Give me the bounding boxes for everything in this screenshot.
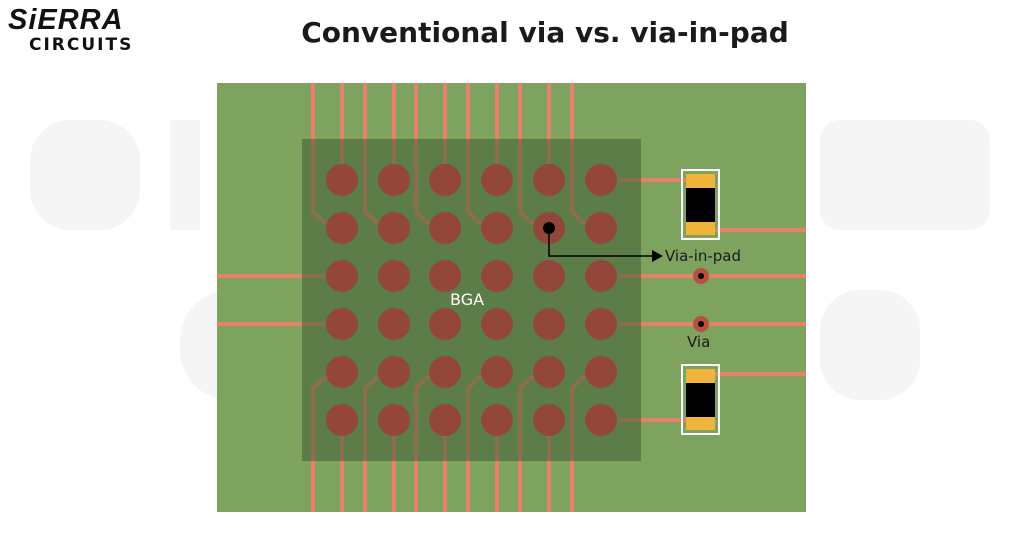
- bga-pad: [429, 212, 461, 244]
- via-in-pad-arrow: [548, 228, 652, 257]
- bga-pad: [481, 404, 513, 436]
- bga-pad: [326, 308, 358, 340]
- bga-pad: [326, 404, 358, 436]
- bga-pad: [585, 212, 617, 244]
- bga-pad: [326, 164, 358, 196]
- bga-pad: [481, 212, 513, 244]
- bga-pad: [378, 308, 410, 340]
- bga-pad: [585, 356, 617, 388]
- diagram-title: Conventional via vs. via-in-pad: [301, 16, 789, 49]
- via-1: [693, 268, 709, 284]
- bga-pad: [378, 404, 410, 436]
- bga-pad: [585, 308, 617, 340]
- bga-pad: [585, 260, 617, 292]
- bga-pad: [326, 356, 358, 388]
- via-in-pad-label: Via-in-pad: [665, 247, 741, 265]
- sierra-circuits-logo: SiERRA CIRCUITS: [8, 6, 133, 54]
- bga-pads: [326, 164, 617, 436]
- bga-pad: [481, 356, 513, 388]
- bga-pad: [378, 260, 410, 292]
- bga-pad: [481, 164, 513, 196]
- smd-component-top: [681, 169, 720, 240]
- bga-pad: [481, 308, 513, 340]
- logo-line1: SiERRA: [8, 4, 124, 36]
- bga-pad: [326, 260, 358, 292]
- via-2: [693, 316, 709, 332]
- logo-line2: CIRCUITS: [29, 35, 134, 55]
- bga-pad: [533, 164, 565, 196]
- bga-pad: [585, 164, 617, 196]
- bga-pad: [429, 308, 461, 340]
- bga-pad: [429, 164, 461, 196]
- bga-pad: [378, 212, 410, 244]
- bga-pad: [533, 356, 565, 388]
- smd-component-bottom: [681, 364, 720, 435]
- bga-pad: [429, 404, 461, 436]
- bga-label: BGA: [450, 290, 484, 309]
- bga-pad: [533, 260, 565, 292]
- arrow-head-icon: [652, 250, 663, 262]
- bga-pad: [585, 404, 617, 436]
- bga-pad: [429, 356, 461, 388]
- bga-pad: [481, 260, 513, 292]
- bga-pad: [378, 356, 410, 388]
- via-label: Via: [687, 333, 710, 351]
- bga-package: [302, 139, 641, 461]
- bga-pad: [429, 260, 461, 292]
- bga-pad: [378, 164, 410, 196]
- bga-pad: [533, 308, 565, 340]
- bga-pad: [326, 212, 358, 244]
- bga-pad: [533, 404, 565, 436]
